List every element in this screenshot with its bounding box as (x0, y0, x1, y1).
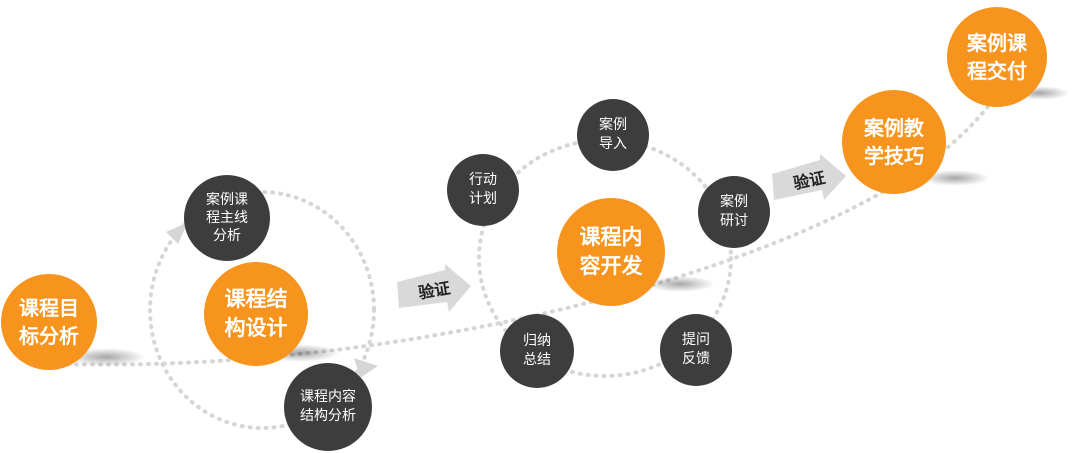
node-case-study-label: 案例 研讨 (720, 194, 748, 229)
node-summary: 归纳 总结 (500, 314, 574, 388)
node-structure-design-label: 课程结 构设计 (224, 287, 288, 340)
node-action-plan: 行动 计划 (447, 154, 519, 226)
node-case-intro: 案例 导入 (577, 99, 649, 171)
node-case-intro-label: 案例 导入 (599, 117, 627, 152)
node-case-study: 案例 研讨 (698, 176, 770, 248)
node-case-mainline-label: 案例课 程主线 分析 (206, 192, 248, 244)
node-structure-design: 课程结 构设计 (204, 262, 308, 366)
loop-arrow-bottom (354, 358, 378, 378)
node-teaching-skills-label: 案例教 学技巧 (864, 116, 924, 168)
node-goal-analysis-label: 课程目 标分析 (19, 296, 79, 348)
node-summary-label: 归纳 总结 (523, 333, 551, 368)
node-case-mainline: 案例课 程主线 分析 (184, 175, 270, 261)
node-content-structure: 课程内容 结构分析 (284, 363, 372, 451)
node-action-plan-label: 行动 计划 (469, 172, 497, 207)
arrow-right-icon (772, 154, 846, 200)
node-goal-analysis: 课程目 标分析 (1, 274, 97, 370)
verify-arrow-2: 验证 (772, 154, 846, 204)
node-content-development-label: 课程内 容开发 (579, 225, 643, 278)
node-course-delivery: 案例课 程交付 (947, 7, 1047, 107)
loop-arrow-top (166, 222, 188, 244)
structure-loop (148, 190, 376, 430)
arrow-right-icon (397, 264, 471, 312)
node-feedback: 提问 反馈 (660, 314, 732, 386)
node-content-development: 课程内 容开发 (557, 198, 665, 306)
node-course-delivery-label: 案例课 程交付 (967, 31, 1027, 83)
verify-arrow-1: 验证 (397, 264, 471, 314)
node-teaching-skills: 案例教 学技巧 (842, 90, 946, 194)
node-content-structure-label: 课程内容 结构分析 (300, 389, 356, 424)
node-feedback-label: 提问 反馈 (682, 332, 710, 367)
